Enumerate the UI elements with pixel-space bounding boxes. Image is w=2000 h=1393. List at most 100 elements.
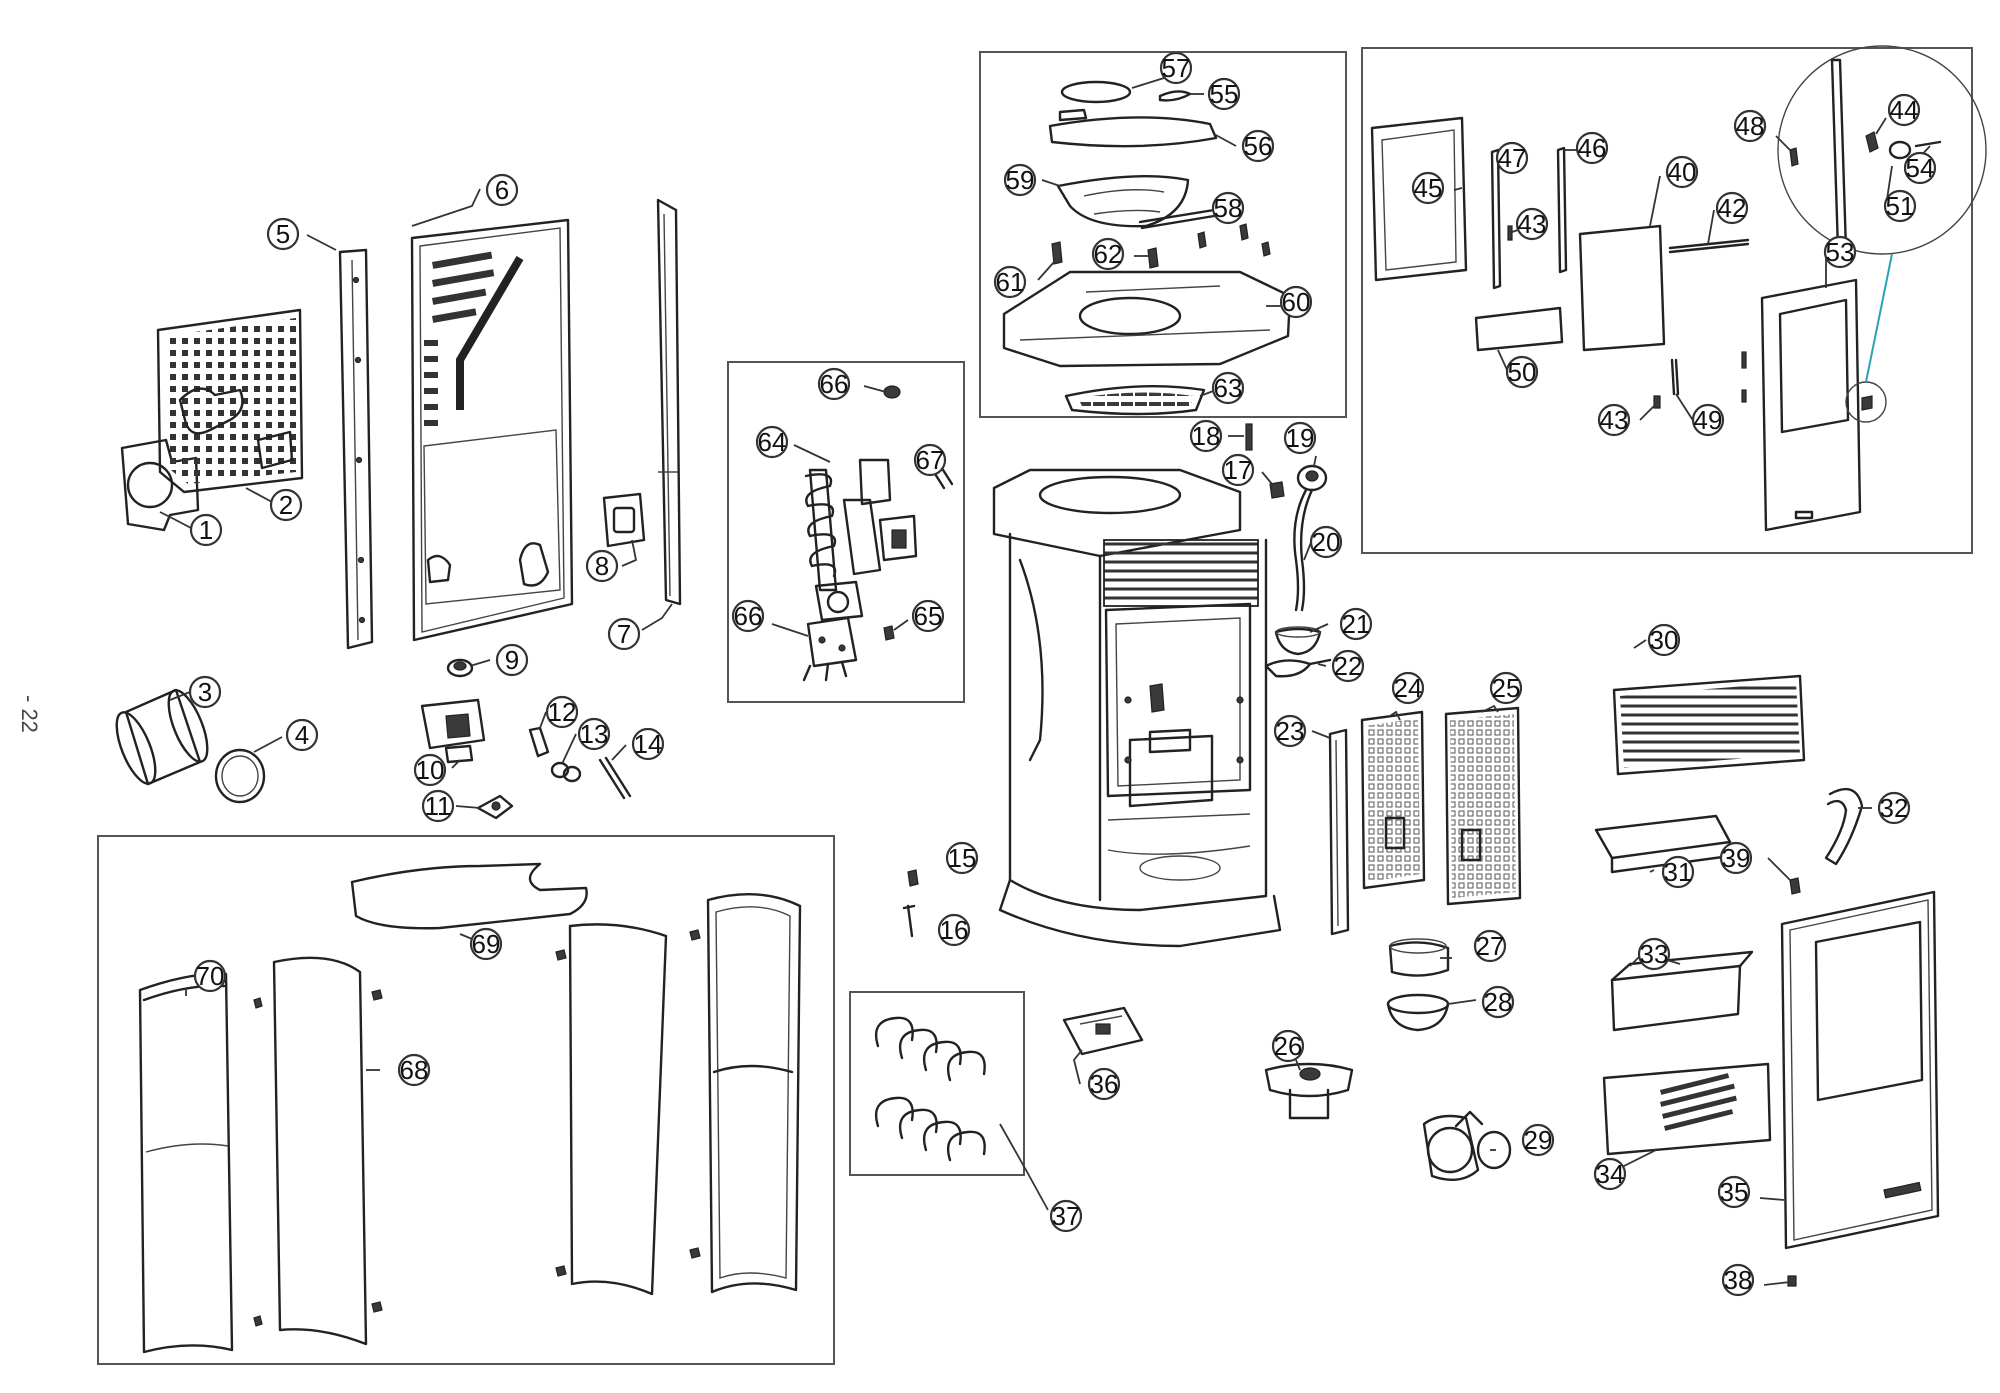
- svg-text:13: 13: [580, 719, 609, 749]
- part-36-control-board: [1062, 1006, 1144, 1056]
- part-66-nut-top: [883, 385, 901, 399]
- svg-text:33: 33: [1640, 939, 1669, 969]
- callout-65: 65: [911, 599, 945, 633]
- callout-55: 55: [1207, 77, 1241, 111]
- svg-text:17: 17: [1224, 455, 1253, 485]
- svg-text:66: 66: [820, 369, 849, 399]
- svg-text:26: 26: [1274, 1031, 1303, 1061]
- callout-56: 56: [1241, 129, 1275, 163]
- group-box-auger: [727, 361, 965, 703]
- callout-49: 49: [1691, 403, 1725, 437]
- part-33-tray: [1610, 950, 1754, 1032]
- svg-text:51: 51: [1886, 191, 1915, 221]
- svg-text:30: 30: [1650, 625, 1679, 655]
- svg-text:5: 5: [276, 219, 290, 249]
- svg-text:11: 11: [425, 791, 452, 821]
- callout-66b: 66: [731, 599, 765, 633]
- svg-text:67: 67: [916, 445, 945, 475]
- callout-8: 8: [585, 549, 619, 583]
- svg-text:39: 39: [1722, 843, 1751, 873]
- callout-4: 4: [285, 718, 319, 752]
- page-number: - 22: [17, 695, 42, 733]
- callout-45: 45: [1411, 171, 1445, 205]
- callout-64: 64: [755, 425, 789, 459]
- part-35-front-door: [1780, 890, 1940, 1250]
- svg-text:40: 40: [1668, 157, 1697, 187]
- part-58-bar: [1138, 208, 1216, 230]
- svg-text:28: 28: [1484, 987, 1513, 1017]
- svg-text:16: 16: [940, 915, 969, 945]
- callout-57: 57: [1159, 51, 1193, 85]
- part-13-bush: [550, 761, 582, 783]
- svg-text:6: 6: [495, 175, 509, 205]
- svg-text:20: 20: [1312, 527, 1341, 557]
- part-10-motor-block: [420, 698, 486, 764]
- svg-text:4: 4: [295, 720, 309, 750]
- callout-22: 22: [1331, 649, 1365, 683]
- callout-21: 21: [1339, 607, 1373, 641]
- part-22-igniter: [1264, 658, 1332, 678]
- callout-1: 1: [189, 513, 223, 547]
- group-box-door: [1361, 47, 1973, 554]
- callout-39: 39: [1719, 841, 1753, 875]
- group-box-top-cover: [979, 51, 1347, 418]
- callout-5: 5: [266, 217, 300, 251]
- part-5-vertical-bar: [338, 248, 374, 650]
- part-12-bush: [528, 726, 550, 758]
- svg-text:15: 15: [948, 843, 977, 873]
- svg-text:8: 8: [595, 551, 609, 581]
- part-16-rod: [902, 904, 916, 938]
- svg-text:59: 59: [1006, 165, 1035, 195]
- part-60-base-plate: [1002, 270, 1292, 368]
- part-27-cap: [1388, 938, 1450, 977]
- part-34-ash-grate: [1602, 1062, 1772, 1156]
- svg-text:25: 25: [1492, 673, 1521, 703]
- callout-44: 44: [1887, 93, 1921, 127]
- callout-37: 37: [1049, 1199, 1083, 1233]
- svg-text:66: 66: [734, 601, 763, 631]
- callout-29: 29: [1521, 1123, 1555, 1157]
- callout-43: 43: [1515, 207, 1549, 241]
- svg-text:47: 47: [1498, 143, 1527, 173]
- callout-54: 54: [1903, 151, 1937, 185]
- svg-text:53: 53: [1826, 237, 1855, 267]
- svg-text:19: 19: [1286, 423, 1315, 453]
- part-30-heat-exchanger: [1612, 674, 1806, 776]
- part-23-side-strip: [1328, 728, 1350, 936]
- part-49-rod: [1670, 358, 1680, 396]
- callout-53: 53: [1823, 235, 1857, 269]
- svg-text:9: 9: [505, 645, 519, 675]
- part-18-rod: [1245, 423, 1253, 451]
- callout-38: 38: [1721, 1263, 1755, 1297]
- callout-40: 40: [1665, 155, 1699, 189]
- group-box-springs: [849, 991, 1025, 1176]
- svg-text:43: 43: [1600, 405, 1629, 435]
- part-32-handle: [1824, 787, 1864, 866]
- callout-20: 20: [1309, 525, 1343, 559]
- svg-text:29: 29: [1524, 1125, 1553, 1155]
- callout-34: 34: [1593, 1157, 1627, 1191]
- svg-text:35: 35: [1720, 1177, 1749, 1207]
- callout-31: 31: [1661, 855, 1695, 889]
- part-14-pin: [598, 756, 632, 800]
- part-69-top-lid: [350, 862, 588, 930]
- side-panel-right-inner: [555, 923, 668, 1296]
- svg-text:45: 45: [1414, 173, 1443, 203]
- svg-text:24: 24: [1394, 673, 1423, 703]
- callout-62: 62: [1091, 237, 1125, 271]
- svg-text:22: 22: [1334, 651, 1363, 681]
- callout-59: 59: [1003, 163, 1037, 197]
- callout-28: 28: [1481, 985, 1515, 1019]
- svg-text:48: 48: [1736, 111, 1765, 141]
- callout-24: 24: [1391, 671, 1425, 705]
- callout-15: 15: [945, 841, 979, 875]
- callout-61: 61: [993, 265, 1027, 299]
- svg-text:7: 7: [617, 619, 631, 649]
- callout-26: 26: [1271, 1029, 1305, 1063]
- part-56-top-plate: [1048, 108, 1218, 148]
- svg-text:10: 10: [416, 755, 445, 785]
- callout-58: 58: [1211, 191, 1245, 225]
- callout-66a: 66: [817, 367, 851, 401]
- side-panel-right-outer: [689, 893, 802, 1294]
- part-50-plate: [1474, 306, 1564, 352]
